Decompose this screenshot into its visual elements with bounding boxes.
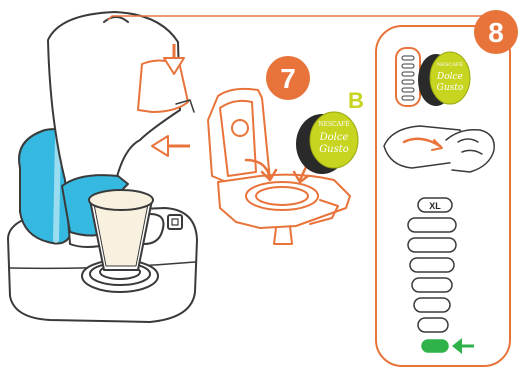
holder-lid (207, 87, 271, 187)
arrow-down-icon (244, 158, 272, 180)
step-7-badge: 7 (266, 56, 310, 100)
capsule-line1: Dolce (319, 132, 349, 143)
step-8-number: 8 (488, 17, 504, 48)
capsule-small: NESCAFÉ Dolce Gusto (395, 47, 471, 107)
capsule-holder (207, 87, 351, 245)
hand-icon (383, 125, 495, 173)
volume-bar-lit (421, 339, 449, 353)
volume-bar (407, 237, 457, 253)
volume-bar (409, 257, 455, 273)
capsule-brand: NESCAFÉ (318, 120, 349, 128)
arrow-down-icon (163, 44, 185, 75)
capsule-large: NESCAFÉ Dolce Gusto (296, 111, 359, 174)
step-7-label: B (348, 88, 364, 113)
capsule-small-line1: Dolce (436, 72, 463, 82)
capsule-line2: Gusto (319, 144, 349, 155)
volume-bar (407, 217, 457, 233)
control-button (167, 214, 183, 230)
volume-bar (417, 317, 449, 333)
capsule-holder-slot (137, 59, 189, 113)
arrow-left-icon (151, 135, 190, 157)
coffee-cup-icon (88, 189, 165, 271)
step-8-panel (375, 25, 511, 367)
step-7-number: 7 (280, 63, 296, 94)
step-8-badge: 8 (474, 10, 518, 54)
volume-xl-label: XL (429, 201, 441, 211)
volume-bar (413, 297, 451, 313)
coffee-machine (7, 11, 198, 323)
arrow-left-icon (452, 338, 474, 354)
volume-xl-button (417, 197, 453, 213)
connector-line (107, 15, 496, 21)
volume-bar (411, 277, 453, 293)
volume-selector: XL (407, 197, 457, 353)
capsule-small-brand: NESCAFÉ (437, 60, 463, 68)
capsule-small-line2: Gusto (437, 83, 464, 93)
